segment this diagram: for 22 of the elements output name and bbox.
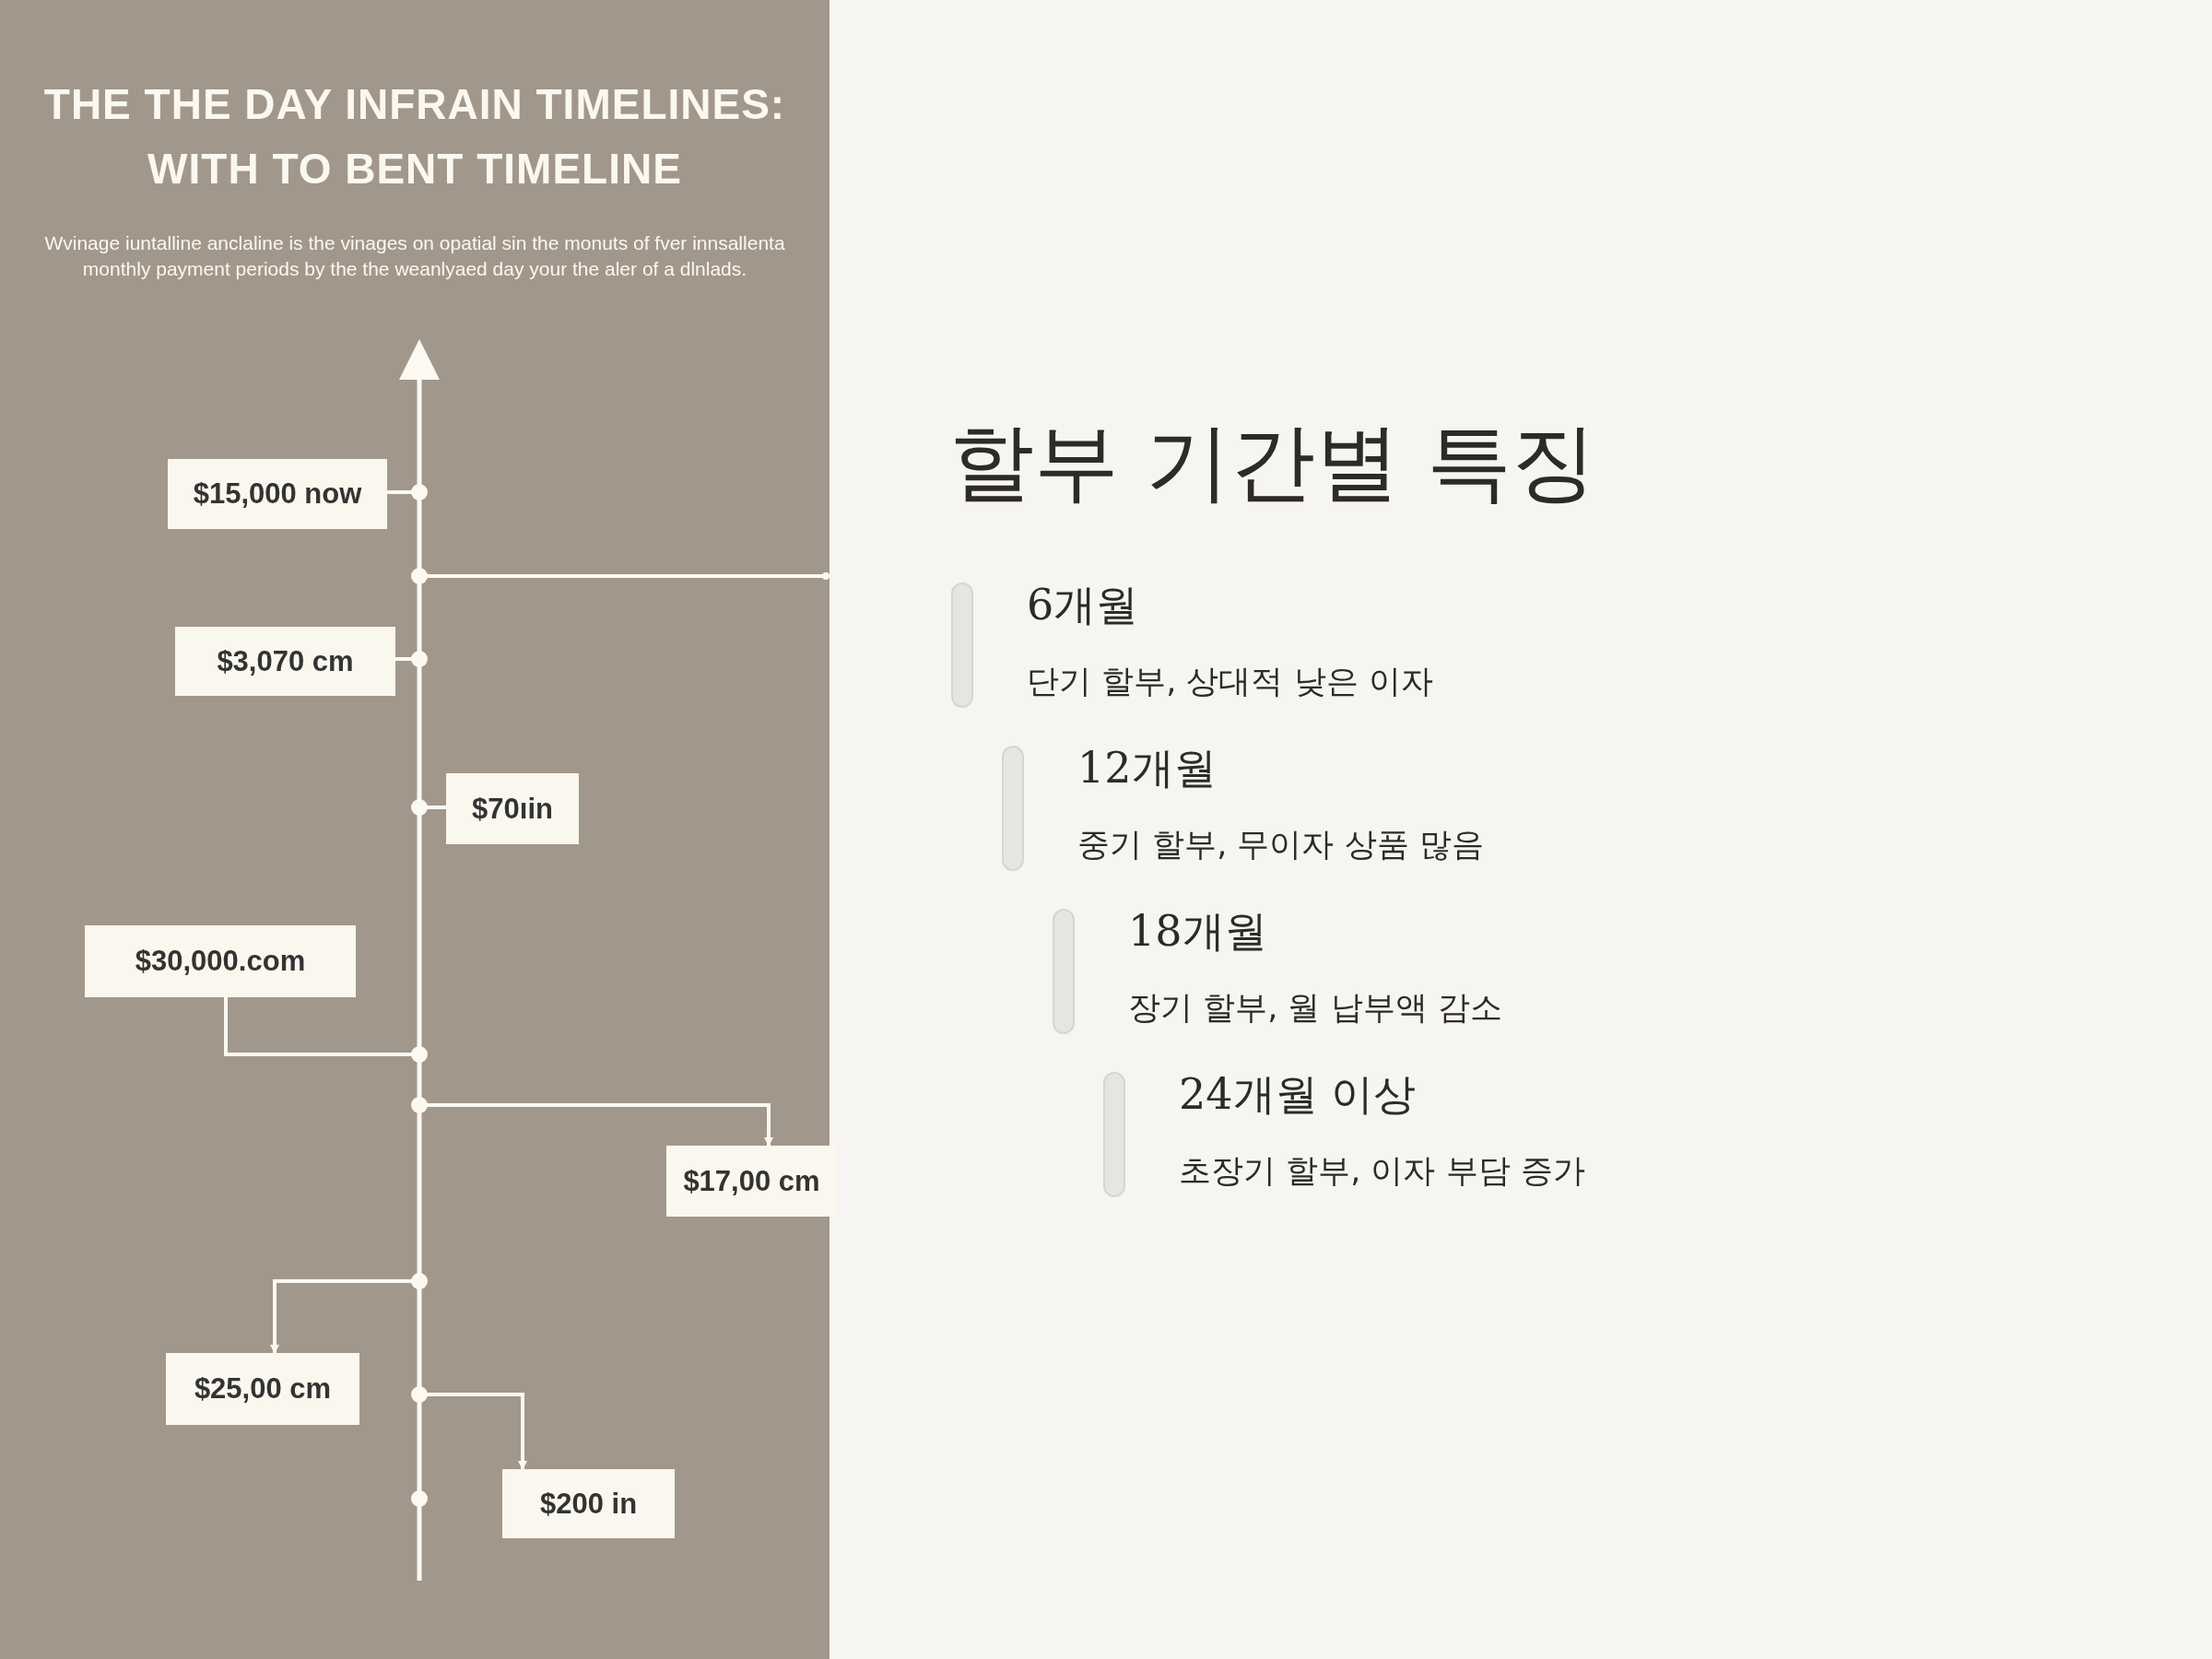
period-description: 중기 할부, 무이자 상품 많음 [1077,825,1484,865]
infographic-description: Wvinage iuntalline anclaline is the vinages on opatial sin the monuts of fver innsallenta monthly payment periods by the the weanlyaed day your the aler of a dlnlads. [43,231,786,281]
period-heading: 6개월 [1027,579,1139,631]
connector [224,997,428,1063]
amount-label-box: $25,00 cm [166,1353,359,1425]
amount-label-box: $3,070 cm [175,627,395,696]
amount-label-box: $200 in [502,1469,675,1538]
period-heading: 18개월 [1128,905,1267,958]
infographic-heading: THE THE DAY INFRAIN TIMELINES: WITH TO BENT TIMELINE [42,79,787,194]
period-heading: 12개월 [1077,742,1217,794]
amount-label-box: $15,000 now [168,459,387,529]
connector [387,484,428,500]
amount-label-box: $70ıin [446,773,579,844]
connector [395,651,428,667]
amount-label-box: $30,000.com [85,925,356,997]
period-heading: 24개월 이상 [1179,1068,1417,1121]
amount-label-box: $17,00 cm [666,1146,837,1217]
connector [411,799,446,816]
period-description: 장기 할부, 월 납부액 감소 [1128,988,1502,1028]
slide-title: 할부 기간별 특징 [949,412,1597,513]
period-description: 초장기 할부, 이자 부담 증가 [1179,1151,1585,1191]
period-description: 단기 할부, 상대적 낮은 이자 [1027,662,1433,701]
